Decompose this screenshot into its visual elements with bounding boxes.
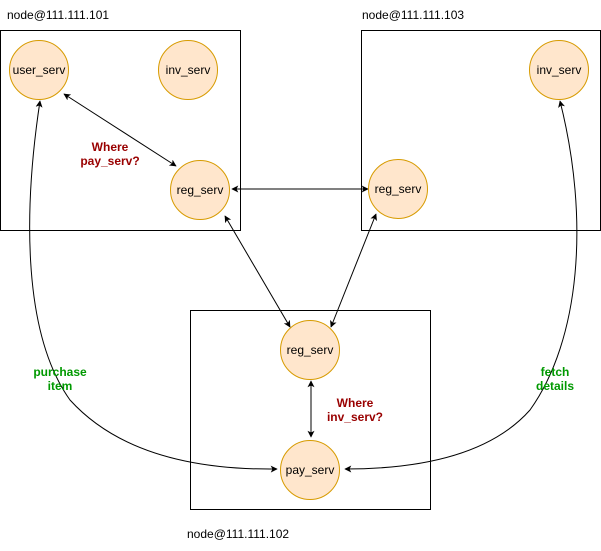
note-fetch-details-line2: details <box>535 379 574 393</box>
note-where-pay-serv-line2: pay_serv? <box>80 154 140 168</box>
service-inv-serv-node103[interactable]: inv_serv <box>529 40 589 100</box>
node-label-111-111-103: node@111.111.103 <box>362 8 465 22</box>
service-reg-serv-node101[interactable]: reg_serv <box>170 160 230 220</box>
note-where-inv-serv: Where inv_serv? <box>322 396 388 424</box>
note-fetch-details-line1: fetch <box>540 365 570 379</box>
service-reg-serv-node102[interactable]: reg_serv <box>280 320 340 380</box>
note-where-pay-serv-line1: Where <box>91 140 129 154</box>
service-reg-serv-node103[interactable]: reg_serv <box>368 159 428 219</box>
node-label-111-111-101: node@111.111.101 <box>7 8 110 22</box>
arrow-reg101-to-reg102 <box>224 215 291 328</box>
arrow-reg103-to-reg102 <box>330 213 377 328</box>
note-where-inv-serv-line2: inv_serv? <box>326 410 384 424</box>
arrow-user-to-pay-purchase <box>29 100 278 473</box>
note-fetch-details: fetch details <box>526 365 584 393</box>
note-purchase-item-line2: item <box>47 379 73 393</box>
note-where-pay-serv: Where pay_serv? <box>78 140 142 168</box>
note-purchase-item-line1: purchase <box>33 365 87 379</box>
service-inv-serv-node101[interactable]: inv_serv <box>158 40 218 100</box>
note-purchase-item: purchase item <box>28 365 92 393</box>
arrow-inv103-to-pay-fetch <box>344 100 578 473</box>
note-where-inv-serv-line1: Where <box>336 396 374 410</box>
service-pay-serv-node102[interactable]: pay_serv <box>280 440 340 500</box>
service-user-serv-node101[interactable]: user_serv <box>9 40 69 100</box>
node-label-111-111-102: node@111.111.102 <box>187 527 290 541</box>
